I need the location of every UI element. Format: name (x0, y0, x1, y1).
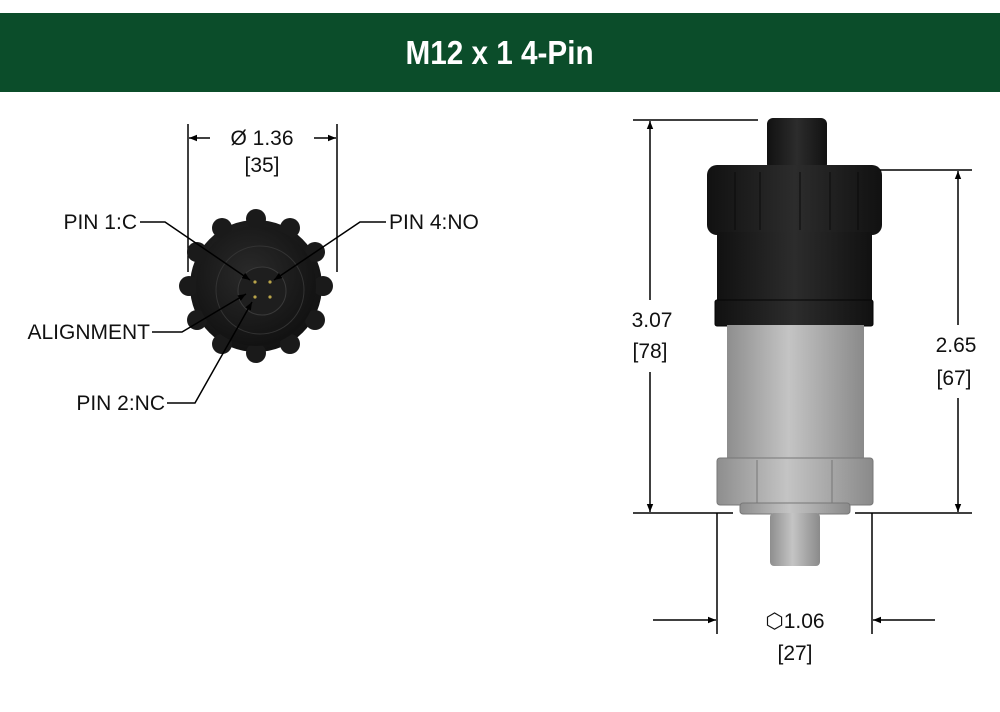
page-title: M12 x 1 4-Pin (405, 33, 595, 71)
alignment-label: ALIGNMENT (27, 321, 150, 344)
knurled-knob (179, 209, 333, 363)
pin1-label: PIN 1:C (63, 211, 137, 234)
body-height-inches: 2.65 (936, 334, 977, 357)
diameter-mm: [35] (244, 154, 279, 177)
connector-face-view: Ø 1.36 [35] PIN 1:C PIN 4:NO ALIGNMENT (27, 124, 479, 415)
pin-contacts (253, 280, 272, 299)
sensor-side-view: 3.07 [78] 2.65 [67] ⬡1.06 [27] (632, 118, 977, 665)
hex-width-inches: ⬡1.06 (765, 610, 824, 633)
title-banner: M12 x 1 4-Pin (0, 13, 1000, 92)
overall-height-inches: 3.07 (632, 309, 673, 332)
hex-width-mm: [27] (777, 642, 812, 665)
diameter-inches: Ø 1.36 (230, 127, 293, 150)
pin2-label: PIN 2:NC (76, 392, 165, 415)
body-height-mm: [67] (936, 367, 971, 390)
pin4-label: PIN 4:NO (389, 211, 479, 234)
overall-height-mm: [78] (632, 340, 667, 363)
